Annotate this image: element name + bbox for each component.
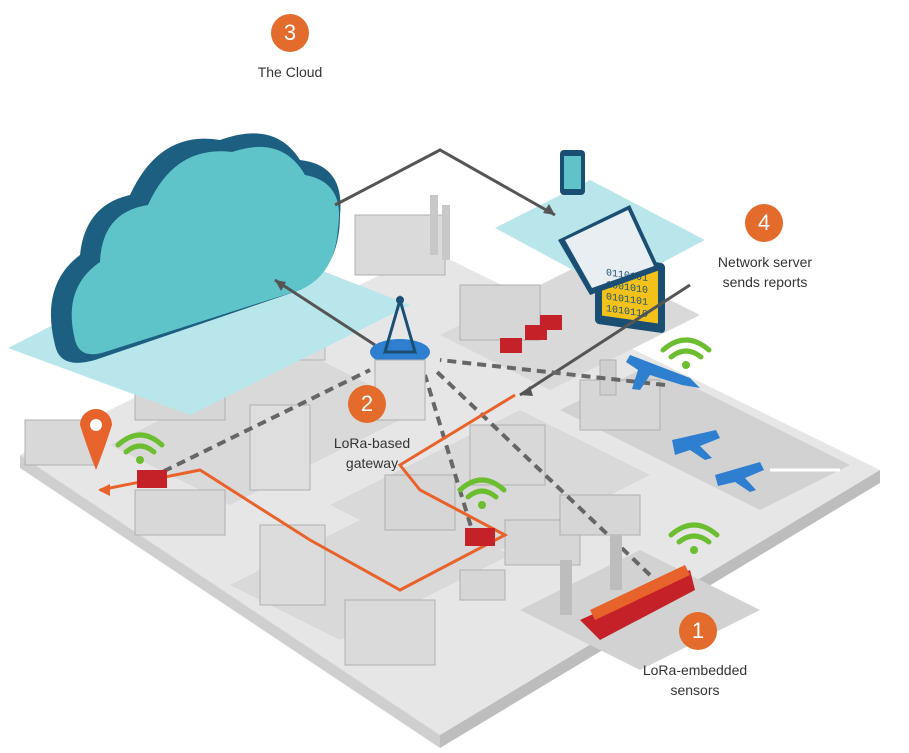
step-label-4-line2: sends reports [722, 274, 808, 290]
phone-icon [560, 150, 585, 195]
data-flow-arrows [274, 148, 691, 397]
step-label-3-line1: The Cloud [257, 64, 323, 80]
airplane-icon [626, 355, 764, 492]
step-label-2: LoRa-based gateway [322, 433, 422, 473]
location-pin-icon [80, 409, 112, 470]
step-badge-4: 4 [745, 204, 783, 242]
cloud-icon [8, 133, 410, 415]
step-label-4-line1: Network server [717, 254, 813, 270]
wifi-icon [115, 337, 720, 545]
step-label-1-line1: LoRa-embedded [642, 662, 748, 678]
truck-icon [137, 315, 562, 546]
step-label-3: The Cloud [225, 62, 355, 82]
step-label-1-line2: sensors [670, 682, 720, 698]
ship-icon [560, 535, 695, 640]
step-label-4: Network server sends reports [695, 252, 835, 292]
step-badge-3: 3 [271, 14, 309, 52]
cell-tower-icon [370, 294, 430, 421]
step-badge-1: 1 [679, 612, 717, 650]
truck-route [98, 393, 516, 592]
step-label-2-line2: gateway [345, 455, 399, 471]
step-badge-2: 2 [348, 385, 386, 423]
step-label-1: LoRa-embedded sensors [630, 660, 760, 700]
step-label-2-line1: LoRa-based [333, 435, 411, 451]
